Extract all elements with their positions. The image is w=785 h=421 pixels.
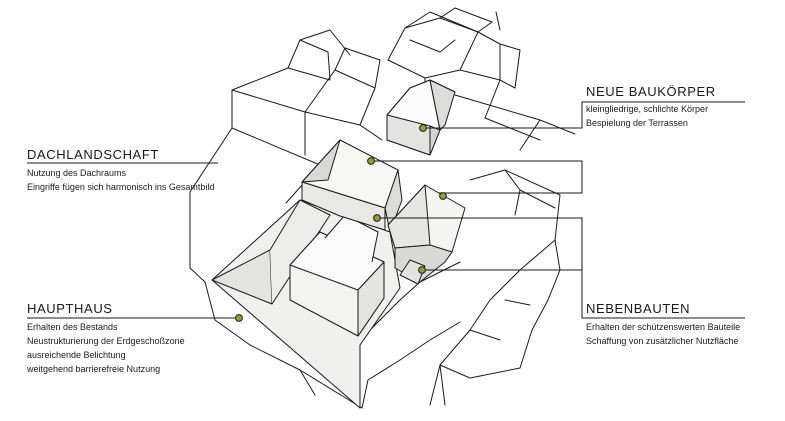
dachlandschaft-title: DACHLANDSCHAFT: [27, 147, 159, 162]
description-line: weitgehend barrierefreie Nutzung: [27, 364, 161, 374]
description-line: Bespielung der Terrassen: [586, 118, 688, 128]
description-line: Neustrukturierung der Erdgeschoßzone: [27, 336, 185, 346]
nebenbauten-description: Erhalten der schützenswerten Bauteile Sc…: [586, 320, 740, 348]
nebenbauten-title: NEBENBAUTEN: [586, 301, 691, 316]
description-line: Eingriffe fügen sich harmonisch ins Gesa…: [27, 182, 215, 192]
leader-nebenbauten: [377, 217, 745, 319]
description-line: Schaffung von zusätzlicher Nutzfläche: [586, 336, 739, 346]
description-line: Erhalten des Bestands: [27, 322, 118, 332]
haupthaus-description: Erhalten des Bestands Neustrukturierung …: [27, 320, 185, 376]
description-line: Erhalten der schützenswerten Bauteile: [586, 322, 741, 332]
dachlandschaft-description: Nutzung des Dachraums Eingriffe fügen si…: [27, 166, 214, 194]
haupthaus-title: HAUPTHAUS: [27, 301, 113, 316]
marker-nebenbauten-lower: [418, 266, 426, 274]
description-line: kleingliedrige, schlichte Körper: [586, 104, 709, 114]
leader-neue-baukoerper: [423, 101, 745, 129]
leader-dachlandschaft-line: [371, 160, 583, 194]
neue-baukoerper-description: kleingliedrige, schlichte Körper Bespiel…: [586, 102, 708, 130]
marker-haupthaus: [235, 314, 243, 322]
description-line: Nutzung des Dachraums: [27, 168, 127, 178]
marker-nebenbauten-ridge: [373, 214, 381, 222]
main-buildings: [211, 79, 466, 409]
marker-neue-baukoerper: [419, 124, 427, 132]
description-line: ausreichende Belichtung: [27, 350, 126, 360]
marker-nebenbauten-upper: [439, 192, 447, 200]
surrounding-buildings-sketch: [189, 7, 576, 409]
marker-dachlandschaft: [367, 157, 375, 165]
neue-baukoerper-title: NEUE BAUKÖRPER: [586, 84, 716, 99]
